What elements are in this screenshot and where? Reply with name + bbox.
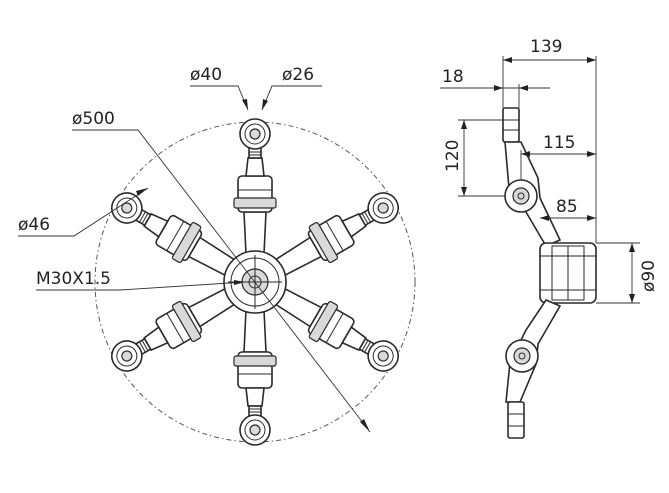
dim-label-d46: ø46	[18, 215, 50, 235]
arm-upper-right	[273, 192, 399, 277]
dim-label-d40: ø40	[190, 65, 222, 85]
side-dimensions	[440, 56, 640, 304]
dim-label-139: 139	[530, 37, 562, 57]
arm-top	[233, 118, 277, 255]
arm-bottom	[233, 309, 277, 446]
dim-label-d500: ø500	[72, 109, 115, 129]
arm-lower-left	[111, 287, 237, 372]
dim-label-d90: ø90	[639, 260, 659, 292]
dim-label-thread: M30X1.5	[36, 269, 111, 289]
dim-label-115: 115	[543, 133, 575, 153]
dim-label-85: 85	[556, 197, 578, 217]
arm-upper-left	[111, 192, 237, 277]
dim-label-18: 18	[442, 67, 464, 87]
dim-label-d26: ø26	[282, 65, 314, 85]
dim-label-120: 120	[443, 140, 463, 172]
front-view: ø40 ø26 ø500 ø46 M30X1.5	[18, 65, 416, 446]
arm-lower-right	[273, 287, 399, 372]
front-leaders	[18, 85, 371, 433]
side-view: 139 18 120 115 85 ø90	[440, 37, 659, 439]
